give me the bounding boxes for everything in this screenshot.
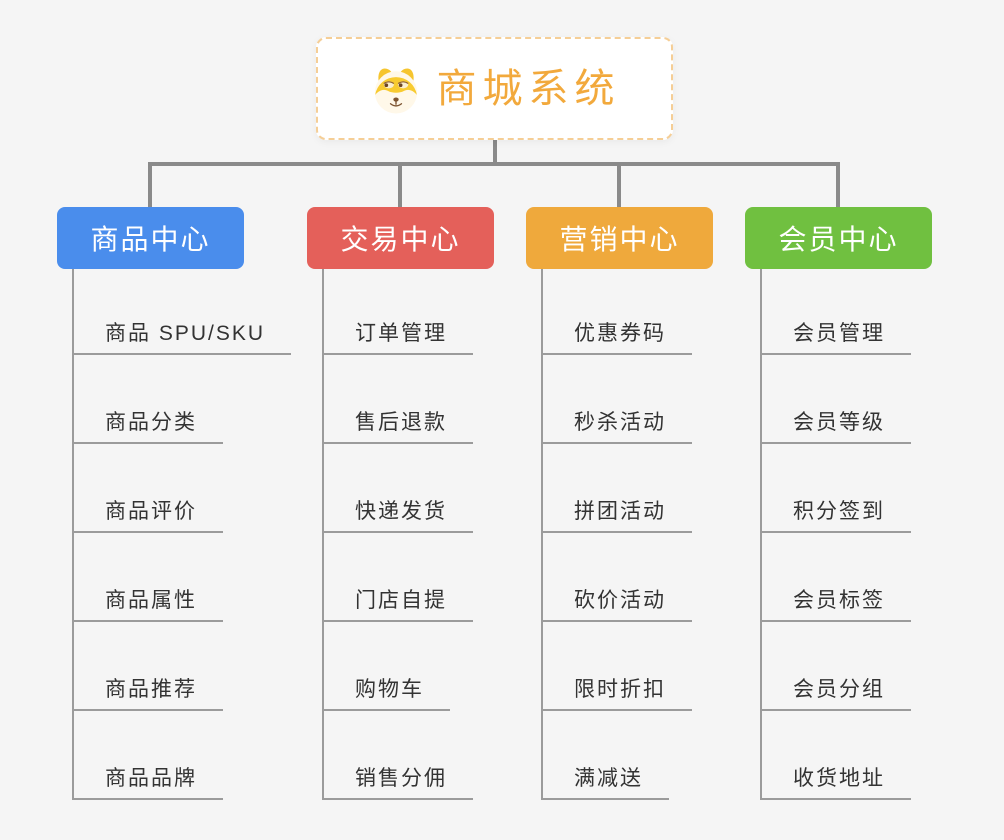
child-row: 售后退款 [322,355,572,444]
child-topic[interactable]: 商品属性 [72,584,223,622]
child-topic[interactable]: 会员分组 [760,673,911,711]
child-topic[interactable]: 商品 SPU/SKU [72,317,292,355]
child-row: 门店自提 [322,533,572,622]
child-topic[interactable]: 拼团活动 [541,495,692,533]
child-row: 积分签到 [760,444,1004,533]
child-topic[interactable]: 砍价活动 [541,584,692,622]
child-row: 会员管理 [760,266,1004,355]
child-topic[interactable]: 商品评价 [72,495,223,533]
child-topic[interactable]: 销售分佣 [322,762,473,800]
child-topic[interactable]: 满减送 [541,762,669,800]
child-topic[interactable]: 商品分类 [72,406,223,444]
child-row: 商品 SPU/SKU [72,266,322,355]
child-topic[interactable]: 购物车 [322,673,450,711]
child-row: 商品属性 [72,533,322,622]
child-topic[interactable]: 门店自提 [322,584,473,622]
child-topic[interactable]: 会员标签 [760,584,911,622]
child-row: 商品分类 [72,355,322,444]
connector-drop-4 [836,162,840,207]
child-row: 购物车 [322,622,572,711]
child-row: 限时折扣 [541,622,791,711]
connector-drop-2 [398,162,402,207]
child-topic[interactable]: 会员管理 [760,317,911,355]
child-row: 拼团活动 [541,444,791,533]
child-topic[interactable]: 商品品牌 [72,762,223,800]
branch-node-marketing-center[interactable]: 营销中心 [526,207,713,269]
child-topic[interactable]: 积分签到 [760,495,911,533]
child-row: 订单管理 [322,266,572,355]
child-row: 商品品牌 [72,711,322,800]
child-topic[interactable]: 快递发货 [322,495,473,533]
connector-drop-1 [148,162,152,207]
child-topic[interactable]: 限时折扣 [541,673,692,711]
child-row: 会员等级 [760,355,1004,444]
root-label: 商城系统 [436,66,621,111]
children-product-center: 商品 SPU/SKU 商品分类 商品评价 商品属性 商品推荐 商品品牌 [72,266,322,800]
connector-rail [148,162,840,166]
child-topic[interactable]: 优惠券码 [541,317,692,355]
child-row: 会员标签 [760,533,1004,622]
child-row: 销售分佣 [322,711,572,800]
connector-root-stem [493,140,497,166]
child-row: 快递发货 [322,444,572,533]
children-member-center: 会员管理 会员等级 积分签到 会员标签 会员分组 收货地址 [760,266,1004,800]
root-node[interactable]: 商城系统 [316,37,673,140]
child-row: 满减送 [541,711,791,800]
child-row: 优惠券码 [541,266,791,355]
branch-node-trade-center[interactable]: 交易中心 [307,207,494,269]
children-marketing-center: 优惠券码 秒杀活动 拼团活动 砍价活动 限时折扣 满减送 [541,266,791,800]
child-topic[interactable]: 收货地址 [760,762,911,800]
child-row: 收货地址 [760,711,1004,800]
children-trade-center: 订单管理 售后退款 快递发货 门店自提 购物车 销售分佣 [322,266,572,800]
doge-icon [374,67,417,113]
child-row: 秒杀活动 [541,355,791,444]
child-topic[interactable]: 商品推荐 [72,673,223,711]
child-topic[interactable]: 秒杀活动 [541,406,692,444]
child-row: 会员分组 [760,622,1004,711]
child-topic[interactable]: 订单管理 [322,317,473,355]
child-topic[interactable]: 售后退款 [322,406,473,444]
connector-drop-3 [617,162,621,207]
child-topic[interactable]: 会员等级 [760,406,911,444]
child-row: 商品评价 [72,444,322,533]
child-row: 砍价活动 [541,533,791,622]
branch-node-member-center[interactable]: 会员中心 [745,207,932,269]
child-row: 商品推荐 [72,622,322,711]
branch-node-product-center[interactable]: 商品中心 [57,207,244,269]
